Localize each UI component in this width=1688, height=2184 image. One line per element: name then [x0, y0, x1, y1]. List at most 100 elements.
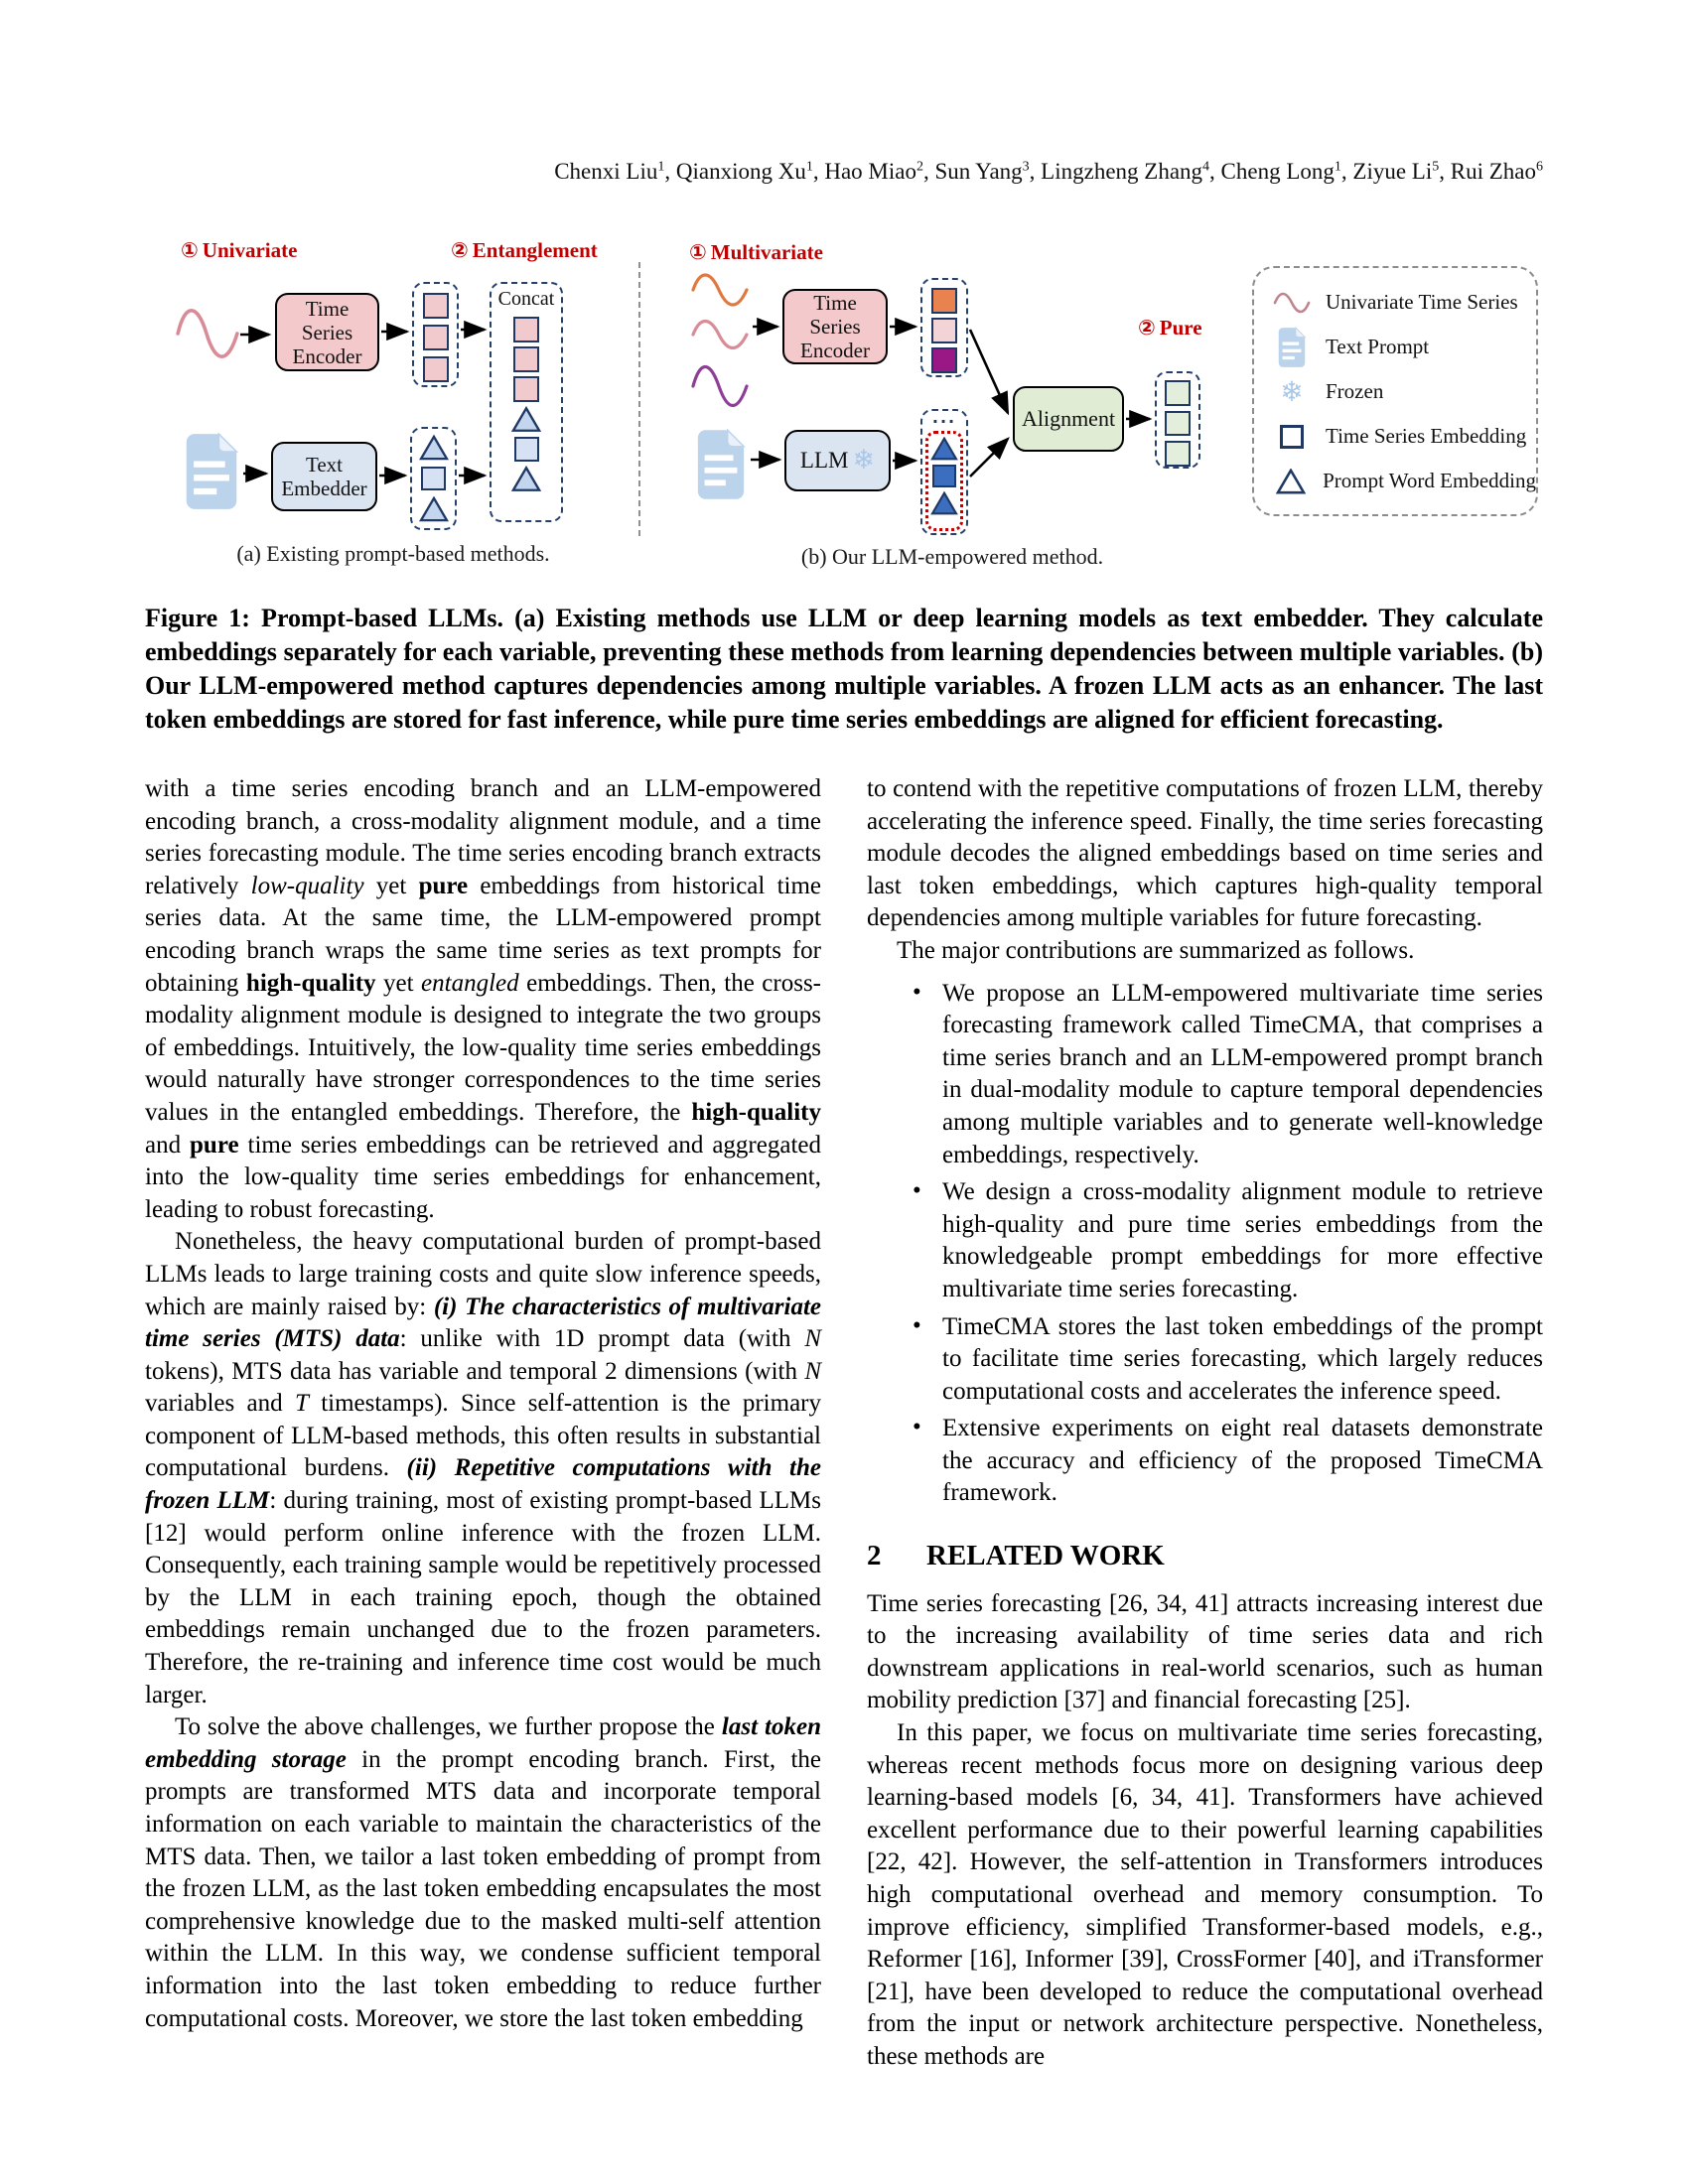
- contribution-list: • We propose an LLM-empowered multivaria…: [867, 978, 1543, 1511]
- legend-row: Text Prompt: [1254, 325, 1536, 369]
- prompt-word-embedding-triangle: [418, 496, 449, 522]
- prompt-word-embedding-triangle-blue: [930, 491, 958, 515]
- author-line: Chenxi Liu1, Qianxiong Xu1, Hao Miao2, S…: [554, 159, 1543, 184]
- time-series-embedding-square: [513, 346, 539, 372]
- author-affiliation-sup: 4: [1202, 159, 1210, 175]
- text-segment: high-quality: [691, 1098, 821, 1126]
- author-name: Sun Yang: [934, 159, 1023, 184]
- prompt-embedding-square-blue: [932, 465, 956, 487]
- author-affiliation-sup: 1: [1334, 159, 1341, 175]
- pure-embedding-column: [1155, 371, 1200, 469]
- author-name: Chenxi Liu: [554, 159, 658, 184]
- circled-number-1-icon: ①: [689, 240, 707, 264]
- last-token-red-dotted-box: [925, 431, 963, 531]
- author-name: Hao Miao: [824, 159, 916, 184]
- prompt-word-embedding-triangle-blue: [930, 437, 958, 461]
- panel-separator: [638, 262, 640, 536]
- prompt-embedding-column-b: ···: [920, 409, 968, 535]
- text-segment: yet: [363, 872, 419, 899]
- time-series-embedding-square-pink: [931, 318, 957, 343]
- panel-b-caption: (b) Our LLM-empowered method.: [800, 544, 1104, 569]
- left-column: with a time series encoding branch and a…: [145, 773, 821, 2035]
- section-title: RELATED WORK: [926, 1540, 1165, 1572]
- text-prompt-doc-icon: [697, 428, 746, 499]
- text-segment: variables and: [145, 1390, 295, 1418]
- paragraph: Time series forecasting [26, 34, 41] att…: [867, 1588, 1543, 1717]
- author-affiliation-sup: 2: [915, 159, 923, 175]
- prompt-word-embedding-triangle: [511, 466, 541, 491]
- text-segment: In this paper, we focus on multivariate …: [867, 1719, 1543, 2070]
- panel-a-caption: (a) Existing prompt-based methods.: [236, 541, 550, 566]
- time-series-embedding-square-magenta: [931, 347, 957, 373]
- text-segment: timestamps). Since self-attention is the…: [145, 1390, 821, 1482]
- text-segment: : during training, most of existing prom…: [145, 1487, 821, 1708]
- author-affiliation-sup: 6: [1536, 159, 1543, 175]
- bullet-marker: •: [913, 1311, 921, 1339]
- pure-time-series-embedding-square: [1165, 380, 1191, 406]
- text-segment: (i) The characteristics of multivariate …: [145, 1293, 821, 1353]
- bullet-marker: •: [913, 1414, 921, 1441]
- legend-row: Univariate Time Series: [1254, 280, 1536, 325]
- paragraph: with a time series encoding branch and a…: [145, 773, 821, 1226]
- prompt-embedding-column-a: [410, 427, 457, 530]
- sine-wave-pink-icon: [691, 319, 749, 350]
- text-segment: Nonetheless, the heavy computational bur…: [145, 1228, 821, 1320]
- sine-wave-icon: [176, 309, 239, 358]
- pure-time-series-embedding-square: [1165, 410, 1191, 437]
- author-name: Rui Zhao: [1450, 159, 1536, 184]
- univariate-wave-icon: [1266, 289, 1318, 317]
- text-segment: pure: [418, 872, 469, 899]
- legend-row: Time Series Embedding: [1254, 414, 1536, 459]
- sine-wave-orange-icon: [691, 273, 749, 307]
- author-name: Ziyue Li: [1352, 159, 1433, 184]
- text-segment: T: [294, 1390, 309, 1418]
- ellipsis-dots: ···: [931, 412, 957, 431]
- text-segment: yet: [375, 969, 422, 997]
- text-segment: pure: [190, 1131, 239, 1159]
- time-series-embedding-square-orange: [931, 288, 957, 314]
- list-item: • Extensive experiments on eight real da…: [913, 1414, 1543, 1507]
- text-segment: To solve the above challenges, we furthe…: [175, 1713, 722, 1741]
- text-segment: embeddings from historical time series d…: [145, 872, 822, 997]
- text-segment: to contend with the repetitive computati…: [867, 775, 1543, 932]
- legend-row: ❄ Frozen: [1254, 369, 1536, 414]
- snowflake-frozen-icon: ❄: [852, 445, 876, 476]
- text-prompt-doc-icon: [1266, 326, 1318, 368]
- text-segment: with a time series encoding branch and a…: [145, 775, 821, 899]
- text-segment: in the prompt encoding branch. First, th…: [145, 1745, 821, 2032]
- author-name: Qianxiong Xu: [675, 159, 806, 184]
- text-embedder-box: Text Embedder: [271, 442, 377, 511]
- author-name: Lingzheng Zhang: [1041, 159, 1203, 184]
- circled-number-1-icon: ①: [181, 238, 199, 262]
- right-column: to contend with the repetitive computati…: [867, 773, 1543, 2074]
- circled-number-2-icon: ②: [451, 238, 469, 262]
- time-series-embedding-square: [422, 293, 449, 319]
- time-series-embedding-square: [513, 376, 539, 402]
- prompt-word-embedding-triangle: [511, 406, 541, 432]
- text-segment: time series embeddings can be retrieved …: [145, 1131, 821, 1223]
- paragraph: In this paper, we focus on multivariate …: [867, 1717, 1543, 2074]
- text-segment: low-quality: [250, 872, 364, 899]
- prompt-word-embedding-triangle-icon: [1266, 468, 1315, 494]
- author-name: Cheng Long: [1220, 159, 1335, 184]
- text-segment: The major contributions are summarized a…: [897, 936, 1415, 964]
- text-segment: entangled: [421, 969, 519, 997]
- time-series-embedding-column-a: [412, 282, 459, 387]
- figure-legend: Univariate Time Series Text Prompt ❄ Fro…: [1252, 266, 1538, 516]
- author-affiliation-sup: 1: [805, 159, 813, 175]
- list-item: • We propose an LLM-empowered multivaria…: [913, 978, 1543, 1168]
- pure-time-series-embedding-square: [1165, 441, 1191, 468]
- alignment-box: Alignment: [1013, 386, 1124, 452]
- bullet-marker: •: [913, 1177, 921, 1205]
- legend-row: Prompt Word Embedding: [1254, 459, 1536, 503]
- concat-label: Concat: [497, 288, 555, 310]
- prompt-embedding-square: [513, 437, 539, 462]
- author-affiliation-sup: 5: [1432, 159, 1440, 175]
- circled-number-2-icon: ②: [1138, 316, 1156, 340]
